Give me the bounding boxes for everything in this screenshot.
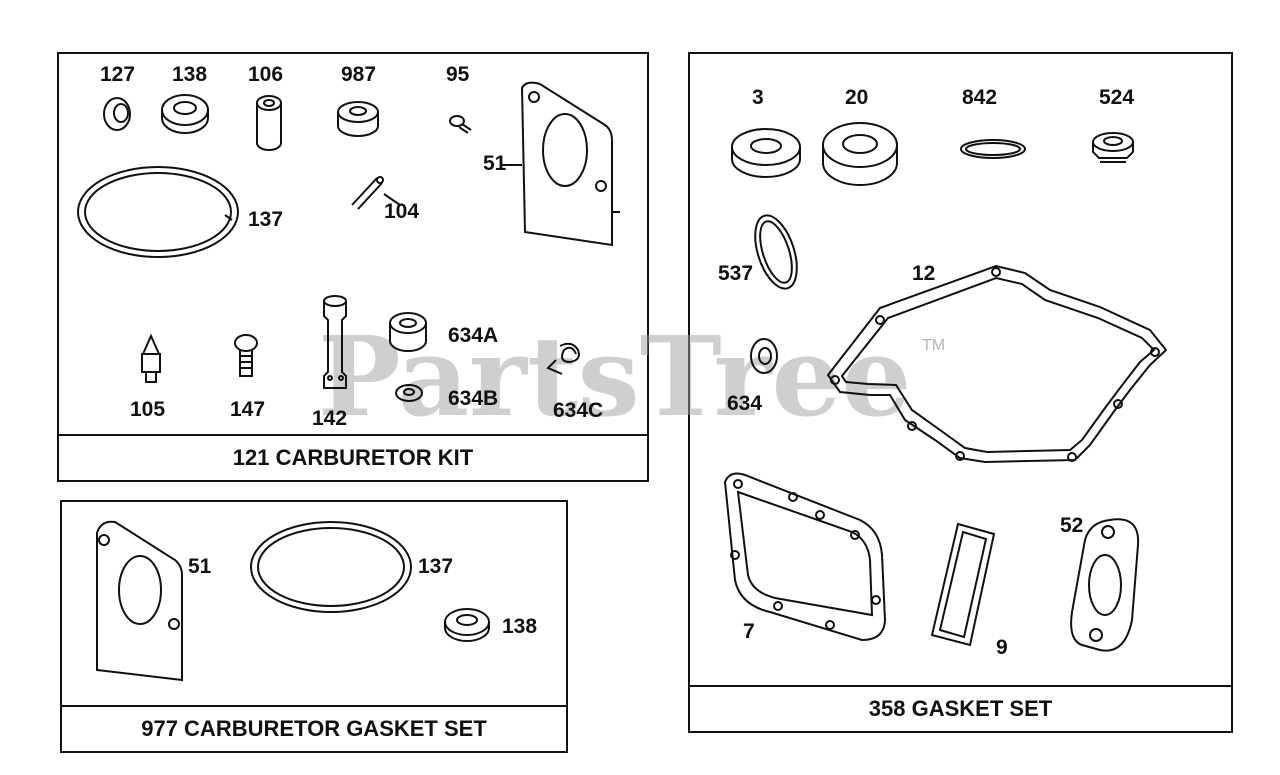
- carburetor-gasket-set-title: 977 CARBURETOR GASKET SET: [62, 705, 566, 751]
- part-label-524: 524: [1099, 86, 1135, 109]
- carburetor-gasket-set-panel: 977 CARBURETOR GASKET SET: [60, 500, 568, 753]
- part-95-screw-drawing: [449, 115, 472, 134]
- part-537-ring-drawing: [754, 214, 798, 290]
- part-138-washer-drawing: [161, 94, 209, 134]
- carburetor-kit-title: 121 CARBURETOR KIT: [59, 434, 647, 480]
- part-label-138-lower: 138: [502, 615, 538, 638]
- part-label-3: 3: [752, 86, 764, 109]
- part-137-ring-lower-drawing: [250, 521, 412, 613]
- part-634c-spring-drawing: [546, 342, 580, 375]
- gasket-set-title: 358 GASKET SET: [690, 685, 1231, 731]
- part-label-147: 147: [230, 398, 266, 421]
- part-51-plate-drawing: [520, 81, 613, 247]
- part-52-gasket-drawing: [1070, 518, 1140, 652]
- part-9-gasket-drawing: [930, 522, 996, 647]
- part-842-ring-drawing: [960, 139, 1026, 159]
- part-label-51-lower: 51: [188, 555, 212, 578]
- part-label-842: 842: [962, 86, 998, 109]
- part-label-20: 20: [845, 86, 869, 109]
- part-label-104: 104: [384, 200, 420, 223]
- part-7-gasket-drawing: [723, 472, 887, 642]
- part-127-washer-drawing: [103, 97, 131, 131]
- part-label-634b: 634B: [448, 387, 499, 410]
- part-label-52: 52: [1060, 514, 1084, 537]
- part-label-138: 138: [172, 63, 208, 86]
- part-label-142: 142: [312, 407, 348, 430]
- part-label-137: 137: [248, 208, 284, 231]
- part-105-needle-drawing: [141, 333, 161, 383]
- part-142-tube-drawing: [323, 295, 347, 389]
- part-label-51: 51: [483, 152, 507, 175]
- part-label-7: 7: [743, 620, 755, 643]
- part-524-plug-drawing: [1092, 132, 1134, 163]
- part-634-seal-drawing: [750, 338, 778, 374]
- part-label-634c: 634C: [553, 399, 604, 422]
- part-label-106: 106: [248, 63, 284, 86]
- part-label-634: 634: [727, 392, 763, 415]
- part-138-washer-lower-drawing: [444, 608, 490, 642]
- part-label-987: 987: [341, 63, 377, 86]
- part-104-pin-drawing: [351, 176, 384, 210]
- part-987-bushing-drawing: [337, 101, 379, 137]
- part-label-127: 127: [100, 63, 136, 86]
- part-label-634a: 634A: [448, 324, 499, 347]
- part-label-95: 95: [446, 63, 470, 86]
- trademark-mark: TM: [922, 337, 946, 354]
- part-label-537: 537: [718, 262, 754, 285]
- part-147-screw-drawing: [234, 334, 258, 377]
- part-label-105: 105: [130, 398, 166, 421]
- part-3-seal-drawing: [731, 128, 801, 178]
- part-20-seal-drawing: [822, 122, 898, 186]
- part-634a-seal-drawing: [389, 312, 427, 352]
- part-label-137-lower: 137: [418, 555, 454, 578]
- part-137-ring-drawing: [77, 166, 239, 258]
- part-106-bushing-drawing: [256, 95, 282, 151]
- part-634b-washer-drawing: [395, 384, 423, 402]
- part-label-9: 9: [996, 636, 1008, 659]
- gasket-set-panel: 358 GASKET SET: [688, 52, 1233, 733]
- part-label-12: 12: [912, 262, 936, 285]
- part-12-gasket-drawing: [826, 264, 1168, 464]
- part-51-plate-lower-drawing: [96, 520, 183, 682]
